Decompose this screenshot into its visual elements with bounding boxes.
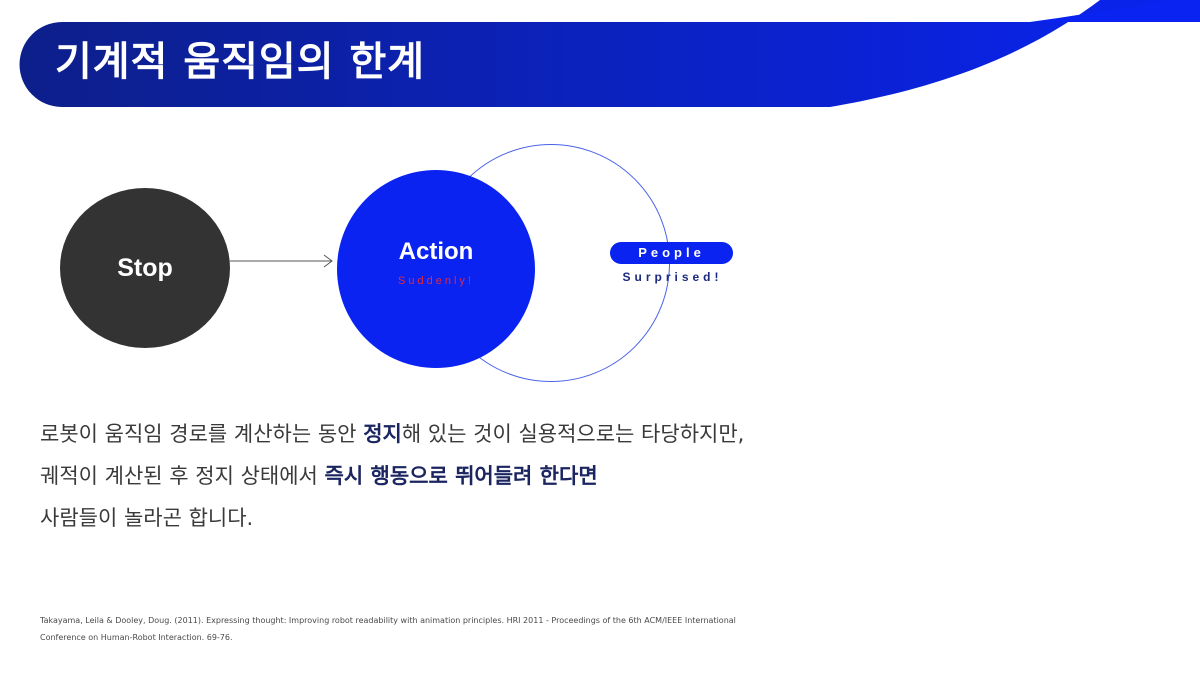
body-line-1-post: 해 있는 것이 실용적으로는 타당하지만, (401, 422, 745, 446)
body-line-1-emphasis: 정지 (363, 422, 402, 446)
stop-circle (60, 188, 230, 348)
body-line-2-pre: 궤적이 계산된 후 정지 상태에서 (40, 464, 325, 488)
people-badge: People (610, 242, 733, 264)
body-paragraph: 로봇이 움직임 경로를 계산하는 동안 정지해 있는 것이 실용적으로는 타당하… (40, 413, 940, 539)
stop-label: Stop (117, 254, 173, 282)
suddenly-label: Suddenly! (398, 275, 474, 287)
body-line-2: 궤적이 계산된 후 정지 상태에서 즉시 행동으로 뛰어들려 한다면 (40, 455, 940, 497)
action-circle (337, 170, 535, 368)
citation-line-1: Takayama, Leila & Dooley, Doug. (2011). … (40, 616, 736, 625)
body-line-3: 사람들이 놀라곤 합니다. (40, 506, 254, 530)
body-line-1-pre: 로봇이 움직임 경로를 계산하는 동안 (40, 422, 364, 446)
body-line-1: 로봇이 움직임 경로를 계산하는 동안 정지해 있는 것이 실용적으로는 타당하… (40, 413, 940, 455)
citation: Takayama, Leila & Dooley, Doug. (2011). … (40, 612, 840, 646)
arrow-icon (230, 254, 333, 268)
header-banner (19, 0, 1200, 107)
page-title: 기계적 움직임의 한계 (55, 39, 426, 85)
citation-line-2: Conference on Human-Robot Interaction. 6… (40, 633, 233, 642)
body-line-2-emphasis: 즉시 행동으로 뛰어들려 한다면 (324, 464, 598, 488)
action-label: Action (398, 238, 474, 265)
robot-motion-diagram: Stop Action Suddenly! People Surprised! (0, 130, 1200, 400)
surprised-label: Surprised! (622, 270, 723, 284)
